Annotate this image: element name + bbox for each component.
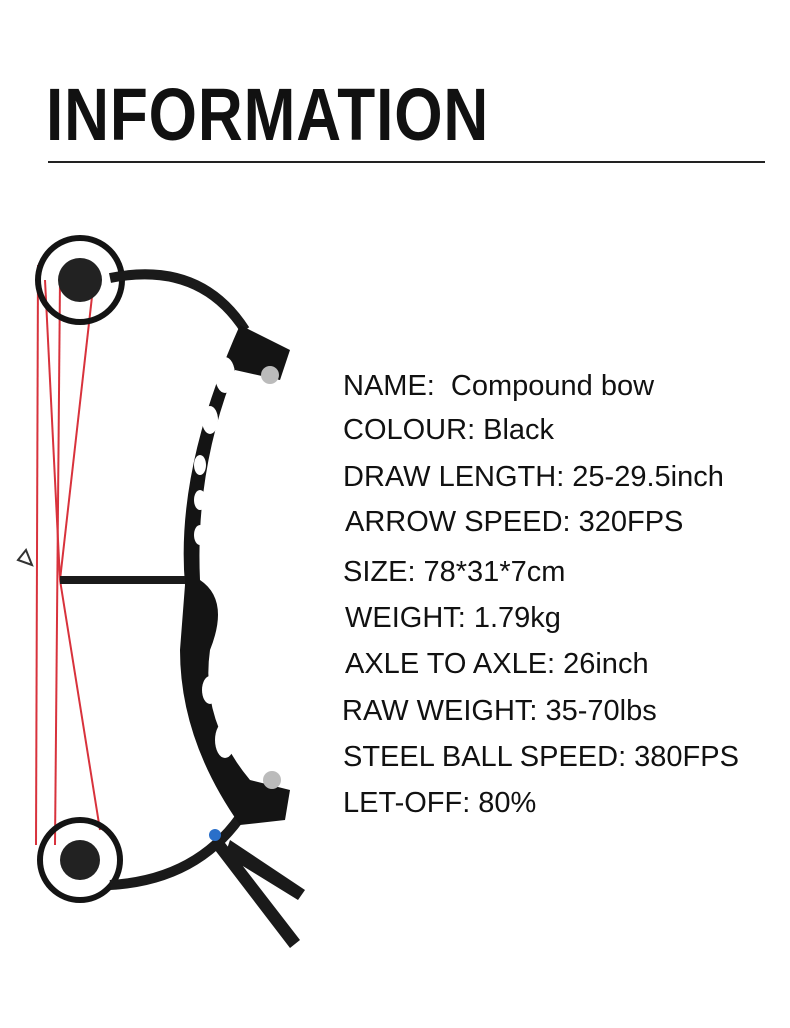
spec-value: Compound bow (450, 370, 655, 402)
spec-value: 1.79kg (473, 602, 561, 634)
spec-label: RAW WEIGHT: (342, 695, 538, 727)
spec-label: NAME: (343, 370, 435, 402)
arrow-rest (60, 576, 185, 584)
spec-value: 35-70lbs (545, 695, 657, 727)
spec-value: 26inch (563, 648, 649, 680)
spec-raw-weight: RAW WEIGHT:35-70lbs (342, 697, 657, 726)
upper-pivot (261, 366, 279, 384)
spec-steel-ball-speed: STEEL BALL SPEED:380FPS (343, 743, 739, 772)
string-nock (16, 548, 34, 567)
spec-label: AXLE TO AXLE: (345, 648, 556, 680)
title-divider (48, 161, 765, 163)
spec-label: LET-OFF: (343, 787, 471, 819)
spec-label: STEEL BALL SPEED: (343, 741, 627, 773)
spec-value: Black (483, 414, 555, 446)
spec-size: SIZE:78*31*7cm (343, 558, 565, 587)
spec-value: 320FPS (578, 506, 684, 538)
spec-value: 80% (478, 787, 537, 819)
riser (180, 325, 290, 825)
spec-label: WEIGHT: (345, 602, 466, 634)
bow-strings (35, 264, 101, 846)
spec-label: SIZE: (343, 556, 416, 588)
spec-weight: WEIGHT:1.79kg (345, 604, 561, 633)
lower-cam (37, 817, 123, 903)
lower-limb (109, 807, 250, 890)
spec-label: ARROW SPEED: (345, 506, 571, 538)
bow-stand (215, 830, 305, 948)
spec-name: NAME: Compound bow (343, 372, 654, 401)
spec-value: 25-29.5inch (572, 461, 724, 493)
spec-axle-to-axle: AXLE TO AXLE:26inch (345, 650, 649, 679)
spec-let-off: LET-OFF:80% (343, 789, 536, 818)
spec-colour: COLOUR:Black (343, 416, 554, 445)
upper-cam (35, 235, 125, 325)
upper-limb (109, 269, 250, 333)
spec-value: 78*31*7cm (423, 556, 566, 588)
spec-label: DRAW LENGTH: (343, 461, 565, 493)
spec-draw-length: DRAW LENGTH:25-29.5inch (343, 463, 724, 492)
spec-value: 380FPS (634, 741, 739, 773)
page-title: INFORMATION (46, 73, 490, 156)
riser-cutouts (194, 357, 235, 758)
lower-pivot (263, 771, 281, 789)
spec-label: COLOUR: (343, 414, 476, 446)
compound-bow-image (16, 235, 305, 948)
spec-arrow-speed: ARROW SPEED:320FPS (345, 508, 683, 537)
